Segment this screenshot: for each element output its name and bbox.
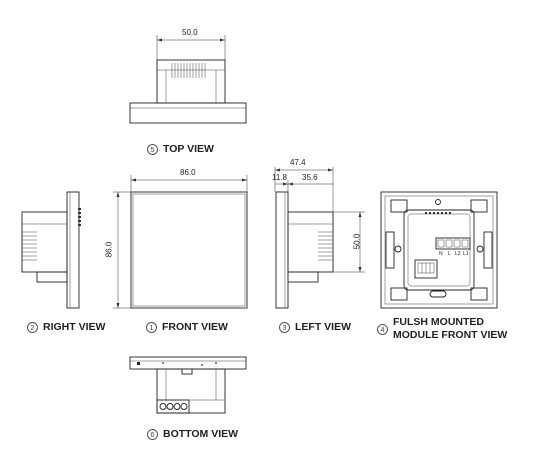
- dim-left-height: 50.0: [352, 233, 362, 250]
- view-title: LEFT VIEW: [295, 321, 351, 333]
- dim-top-width: 50.0: [182, 28, 198, 37]
- label-top-view: 5 TOP VIEW: [147, 143, 214, 155]
- view-title: TOP VIEW: [163, 143, 214, 155]
- right-view-drawing: [21, 191, 81, 309]
- label-right-view: 2 RIGHT VIEW: [27, 321, 105, 333]
- bottom-view-drawing: [129, 356, 247, 414]
- label-module-front-view: 4 FULSH MOUNTED MODULE FRONT VIEW: [377, 316, 507, 342]
- view-number: 3: [279, 321, 290, 333]
- front-view-drawing: [113, 175, 248, 309]
- view-title-line2: MODULE FRONT VIEW: [393, 329, 508, 341]
- view-title: BOTTOM VIEW: [163, 428, 239, 440]
- view-number: 2: [27, 321, 38, 333]
- view-number: 5: [147, 143, 158, 155]
- dim-left-total: 47.4: [290, 158, 306, 167]
- dim-front-height: 86.0: [104, 241, 114, 258]
- view-number: 6: [147, 428, 158, 440]
- view-number: 1: [146, 321, 157, 333]
- view-title: RIGHT VIEW: [43, 321, 106, 333]
- view-title: FULSH MOUNTED: [393, 316, 484, 328]
- terminal-label: L: [448, 251, 451, 257]
- label-left-view: 3 LEFT VIEW: [279, 321, 351, 333]
- label-bottom-view: 6 BOTTOM VIEW: [147, 428, 238, 440]
- view-title-block: FULSH MOUNTED MODULE FRONT VIEW: [393, 316, 507, 342]
- top-view-drawing: [129, 35, 247, 124]
- terminal-label: L2: [455, 251, 461, 257]
- module-front-view-drawing: [380, 191, 498, 309]
- dim-left-body: 35.6: [302, 173, 318, 182]
- dim-left-panel: 11.8: [272, 173, 287, 182]
- label-front-view: 1 FRONT VIEW: [146, 321, 228, 333]
- dim-front-width: 86.0: [180, 168, 196, 177]
- view-number: 4: [377, 323, 388, 335]
- left-view-drawing: [274, 167, 365, 309]
- terminal-label: L1: [463, 251, 469, 257]
- terminal-label: N: [439, 251, 443, 257]
- view-title: FRONT VIEW: [162, 321, 228, 333]
